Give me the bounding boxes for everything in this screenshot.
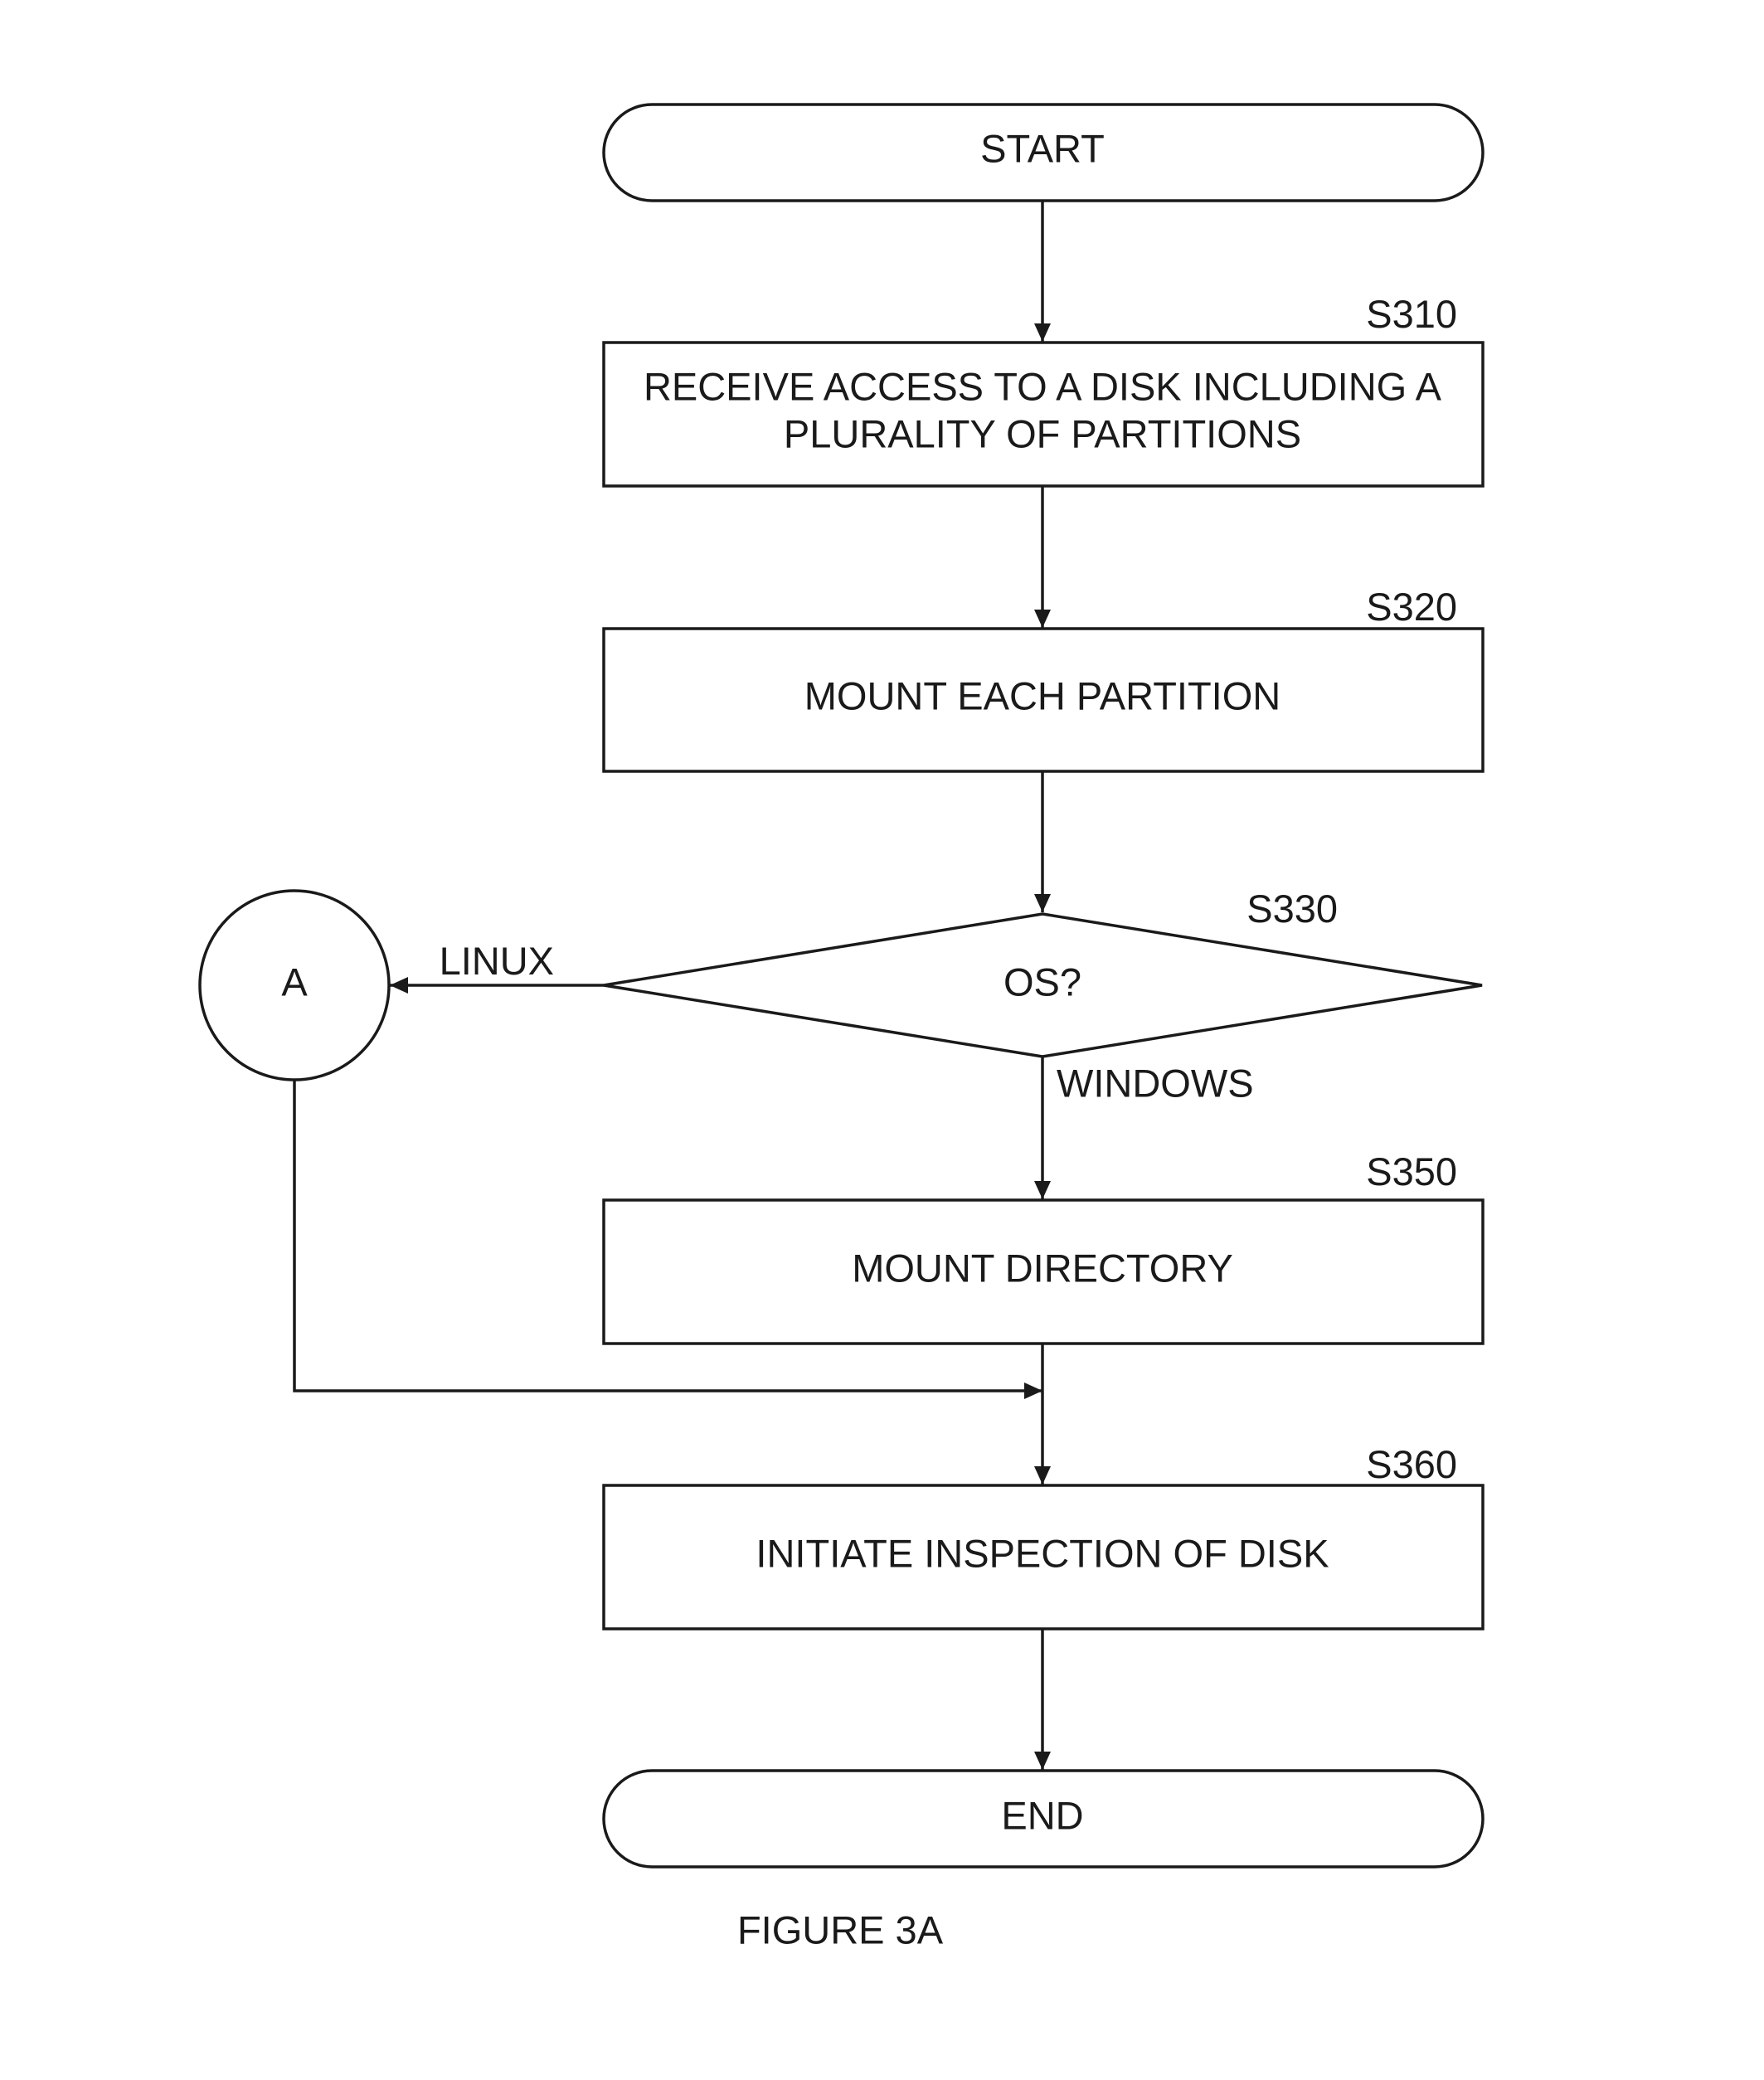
- end-terminal: END: [602, 1769, 1485, 1869]
- start-label: START: [980, 126, 1105, 170]
- decision-question: OS?: [1003, 960, 1081, 1004]
- step-s320: S320 MOUNT EACH PARTITION: [602, 585, 1485, 773]
- branch-label-linux: LINUX: [440, 939, 554, 983]
- step-id-label: S310: [1366, 292, 1457, 336]
- decision-s330: S330 OS? LINUX WINDOWS: [440, 887, 1483, 1105]
- connectors: [293, 201, 1051, 1770]
- step-text-line: PLURALITY OF PARTITIONS: [784, 411, 1301, 455]
- step-text-line: MOUNT DIRECTORY: [852, 1246, 1233, 1290]
- step-s360: S360 INITIATE INSPECTION OF DISK: [602, 1442, 1485, 1630]
- step-s350: S350 MOUNT DIRECTORY: [602, 1149, 1485, 1345]
- end-label: END: [1001, 1793, 1083, 1837]
- off-page-connector-a: A: [198, 889, 391, 1081]
- connector-label: A: [281, 960, 308, 1004]
- step-s310: S310 RECEIVE ACCESS TO A DISK INCLUDING …: [602, 292, 1485, 488]
- start-terminal: START: [602, 103, 1485, 202]
- step-id-label: S350: [1366, 1149, 1457, 1193]
- step-id-label: S360: [1366, 1442, 1457, 1486]
- branch-label-windows: WINDOWS: [1057, 1061, 1254, 1105]
- step-text-line: INITIATE INSPECTION OF DISK: [756, 1531, 1329, 1575]
- step-id-label: S320: [1366, 585, 1457, 629]
- step-text-line: RECEIVE ACCESS TO A DISK INCLUDING A: [644, 364, 1442, 408]
- decision-id-label: S330: [1246, 887, 1338, 931]
- figure-caption: FIGURE 3A: [737, 1907, 944, 1951]
- arrow-connector-a-to-merge: [293, 1081, 1042, 1399]
- step-text-line: MOUNT EACH PARTITION: [804, 673, 1281, 717]
